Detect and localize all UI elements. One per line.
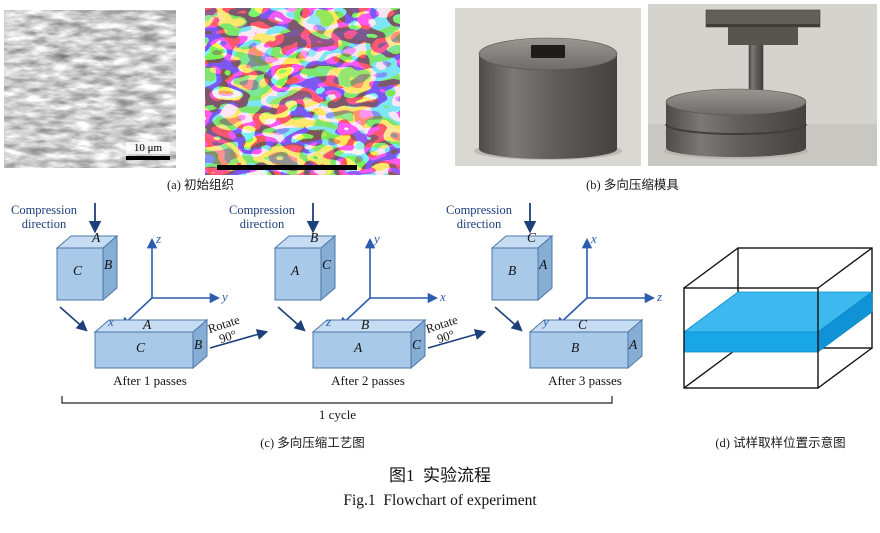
axes-triad-3 bbox=[557, 240, 653, 326]
rotate-arrow-2 bbox=[427, 329, 487, 349]
die-photo-assembly-svg bbox=[648, 4, 877, 166]
panel-b-caption: (b) 多向压缩模具 bbox=[586, 178, 679, 192]
flat1-top-letter: A bbox=[143, 317, 152, 332]
axis-label-up-3: x bbox=[591, 231, 597, 246]
flat3-top-letter: C bbox=[578, 317, 588, 332]
panel-d-caption: (d) 试样取样位置示意图 bbox=[715, 436, 846, 450]
die-photo-single-svg bbox=[455, 8, 641, 166]
flat2-front-letter: A bbox=[354, 340, 363, 355]
rotate-arrow-1 bbox=[209, 329, 269, 349]
flat1-front-letter: C bbox=[136, 340, 146, 355]
cube1-front-letter: C bbox=[73, 263, 83, 278]
axes-triad-2 bbox=[340, 240, 436, 326]
flat2-side-letter: C bbox=[412, 337, 422, 352]
cube3-top-letter: C bbox=[527, 230, 537, 245]
ebsd-scale-bar bbox=[217, 165, 357, 170]
micrograph-grayscale: 10 μm bbox=[4, 10, 176, 168]
flat1-side-letter: B bbox=[194, 337, 203, 352]
axis-label-up-1: z bbox=[156, 231, 162, 246]
sample-slab bbox=[682, 291, 874, 353]
figure-caption-en: Fig.1 Flowchart of experiment bbox=[343, 492, 537, 509]
after-3-passes-label: After 3 passes bbox=[548, 373, 622, 388]
axis-label-out-1: x bbox=[108, 314, 114, 329]
cycle-bracket bbox=[61, 396, 613, 404]
flat2-top-letter: B bbox=[361, 317, 370, 332]
die-cylinder bbox=[478, 37, 618, 159]
die-slot bbox=[531, 45, 565, 58]
micrograph-ebsd-svg bbox=[205, 8, 400, 175]
axes-triad-1 bbox=[122, 240, 218, 326]
punch-assembly bbox=[705, 9, 821, 105]
cube3-side-letter: A bbox=[539, 257, 548, 272]
die-photo-single bbox=[455, 8, 641, 166]
cube1-top-letter: A bbox=[92, 230, 101, 245]
after-2-passes-label: After 2 passes bbox=[331, 373, 405, 388]
axis-label-out-3: y bbox=[543, 314, 549, 329]
die-rings bbox=[665, 88, 807, 157]
axis-label-up-2: y bbox=[374, 231, 380, 246]
process-diagram bbox=[56, 203, 670, 404]
cube2-side-letter: C bbox=[322, 257, 332, 272]
scale-bar-line bbox=[126, 156, 170, 160]
scale-bar-label: 10 μm bbox=[126, 142, 170, 154]
compression-label-3: Compression direction bbox=[446, 203, 512, 231]
cube2-front-letter: A bbox=[291, 263, 300, 278]
micrograph-grayscale-svg bbox=[4, 10, 176, 168]
press-arrow-2 bbox=[277, 306, 306, 332]
after-1-passes-label: After 1 passes bbox=[113, 373, 187, 388]
compression-label-2: Compression direction bbox=[229, 203, 295, 231]
axis-label-right-2: x bbox=[440, 289, 446, 304]
flat3-side-letter: A bbox=[629, 337, 638, 352]
cube1-side-letter: B bbox=[104, 257, 113, 272]
figure-caption-cn: 图1 实验流程 bbox=[389, 466, 491, 485]
axis-label-right-1: y bbox=[222, 289, 228, 304]
press-arrow-3 bbox=[494, 306, 523, 332]
wireframe-box-front bbox=[683, 287, 819, 389]
sampling-diagram bbox=[682, 247, 874, 389]
axis-label-right-3: z bbox=[657, 289, 663, 304]
scale-bar: 10 μm bbox=[126, 142, 170, 160]
die-photo-assembly bbox=[648, 4, 877, 166]
cycle-label: 1 cycle bbox=[318, 407, 357, 422]
press-arrow-1 bbox=[59, 306, 88, 332]
panel-a-caption: (a) 初始组织 bbox=[167, 178, 234, 192]
punch-block bbox=[728, 27, 798, 45]
compression-label-1: Compression direction bbox=[11, 203, 77, 231]
axis-label-out-2: z bbox=[326, 314, 332, 329]
cube2-top-letter: B bbox=[310, 230, 319, 245]
flat3-front-letter: B bbox=[571, 340, 580, 355]
micrograph-ebsd bbox=[205, 8, 400, 175]
panel-c-caption: (c) 多向压缩工艺图 bbox=[260, 436, 365, 450]
cube3-front-letter: B bbox=[508, 263, 517, 278]
